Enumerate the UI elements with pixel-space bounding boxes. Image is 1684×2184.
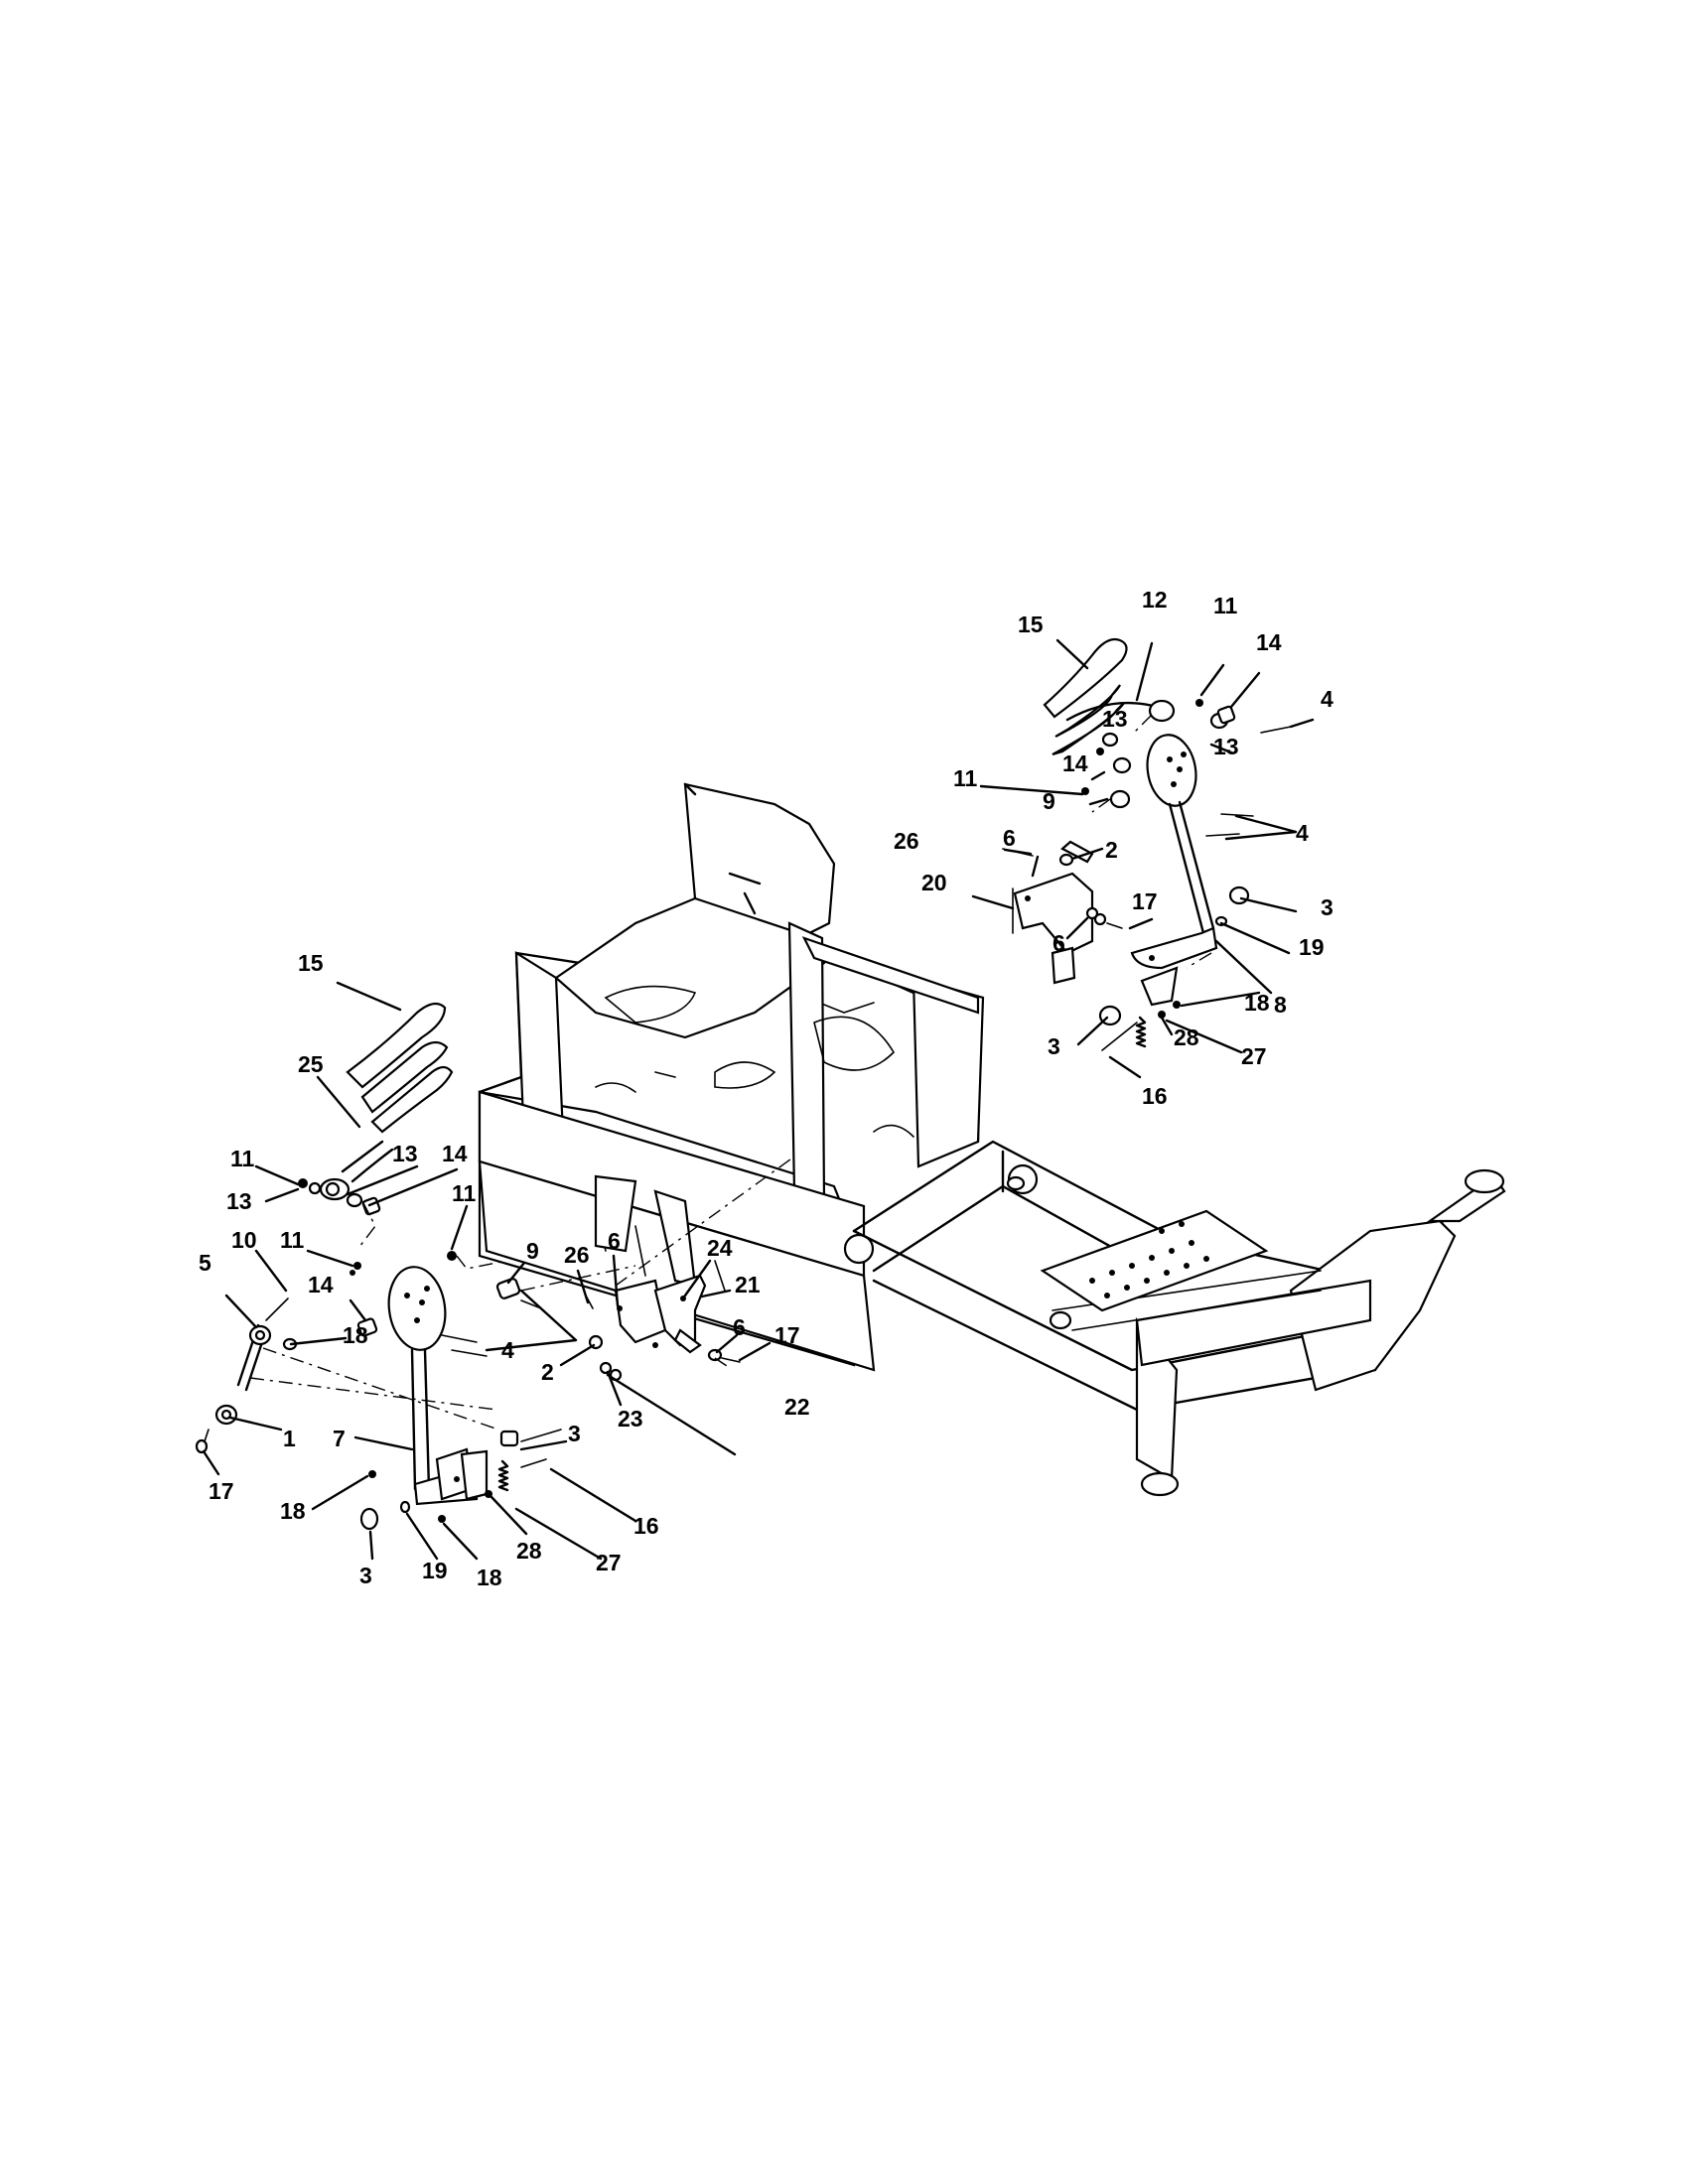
label-11-left-b: 11 — [452, 1180, 477, 1206]
label-9-left: 9 — [526, 1238, 539, 1264]
label-2-right: 2 — [1105, 837, 1118, 863]
label-28-right: 28 — [1174, 1024, 1199, 1050]
label-26-right: 26 — [894, 828, 919, 854]
label-6-left-a: 6 — [608, 1228, 621, 1254]
label-14-left-a: 14 — [442, 1141, 468, 1166]
label-2-left: 2 — [541, 1359, 554, 1385]
label-10: 10 — [231, 1227, 257, 1253]
label-11-right-b: 11 — [953, 765, 978, 791]
label-20: 20 — [921, 870, 947, 895]
label-17-left-b: 17 — [209, 1478, 234, 1504]
label-14-right-b: 14 — [1062, 751, 1088, 776]
label-26-left: 26 — [564, 1242, 590, 1268]
label-16-left: 16 — [633, 1513, 659, 1539]
left-lever-assembly — [195, 1002, 741, 1531]
label-25: 25 — [298, 1051, 324, 1077]
label-6-right-b: 6 — [1052, 930, 1065, 956]
label-5: 5 — [199, 1250, 211, 1276]
label-6-left-b: 6 — [733, 1314, 746, 1340]
label-23: 23 — [618, 1406, 643, 1432]
right-lever-assembly — [1002, 637, 1292, 1051]
label-4-right-top: 4 — [1321, 686, 1333, 712]
label-13-left-a: 13 — [392, 1141, 418, 1166]
label-14-left-b: 14 — [308, 1272, 334, 1297]
reference-lines — [249, 714, 1212, 1431]
label-27-right: 27 — [1241, 1043, 1267, 1069]
label-18-left-c: 18 — [477, 1565, 502, 1590]
label-9-right: 9 — [1043, 788, 1055, 814]
label-6-right-a: 6 — [1003, 825, 1016, 851]
label-4-left: 4 — [501, 1337, 514, 1363]
label-18-right: 18 — [1244, 990, 1270, 1016]
label-28-left: 28 — [516, 1538, 542, 1564]
label-14-right-top: 14 — [1256, 629, 1282, 655]
label-3-right-a: 3 — [1321, 894, 1333, 920]
label-3-left-b: 3 — [359, 1563, 372, 1588]
label-18-left-a: 18 — [343, 1322, 368, 1348]
label-3-left-a: 3 — [568, 1421, 581, 1446]
label-13-right-b: 13 — [1213, 734, 1239, 759]
label-11-left-a: 11 — [230, 1146, 255, 1171]
leader-lines — [202, 638, 1315, 1561]
label-15-left: 15 — [298, 950, 324, 976]
label-19-left: 19 — [422, 1558, 448, 1583]
label-8: 8 — [1274, 992, 1287, 1018]
label-15-right: 15 — [1018, 612, 1044, 637]
label-27-left: 27 — [596, 1550, 622, 1575]
label-4-right-b: 4 — [1296, 820, 1309, 846]
label-22: 22 — [784, 1394, 810, 1420]
label-18-left-b: 18 — [280, 1498, 306, 1524]
label-13-right-a: 13 — [1102, 706, 1128, 732]
label-17-left-a: 17 — [774, 1322, 800, 1348]
label-11-left-c: 11 — [280, 1227, 305, 1253]
label-16-right: 16 — [1142, 1083, 1168, 1109]
label-12: 12 — [1142, 587, 1168, 613]
label-3-right-b: 3 — [1048, 1033, 1060, 1059]
label-1: 1 — [283, 1426, 296, 1451]
label-19-right: 19 — [1299, 934, 1325, 960]
label-11-right-top: 11 — [1213, 593, 1238, 618]
label-17-right: 17 — [1132, 888, 1158, 914]
label-13-left-b: 13 — [226, 1188, 252, 1214]
callout-labels: 15 12 11 14 4 13 13 14 11 9 4 26 6 2 20 … — [199, 587, 1333, 1590]
label-24: 24 — [707, 1235, 733, 1261]
label-7: 7 — [333, 1426, 346, 1451]
main-frame — [478, 782, 1506, 1497]
label-21: 21 — [735, 1272, 761, 1297]
